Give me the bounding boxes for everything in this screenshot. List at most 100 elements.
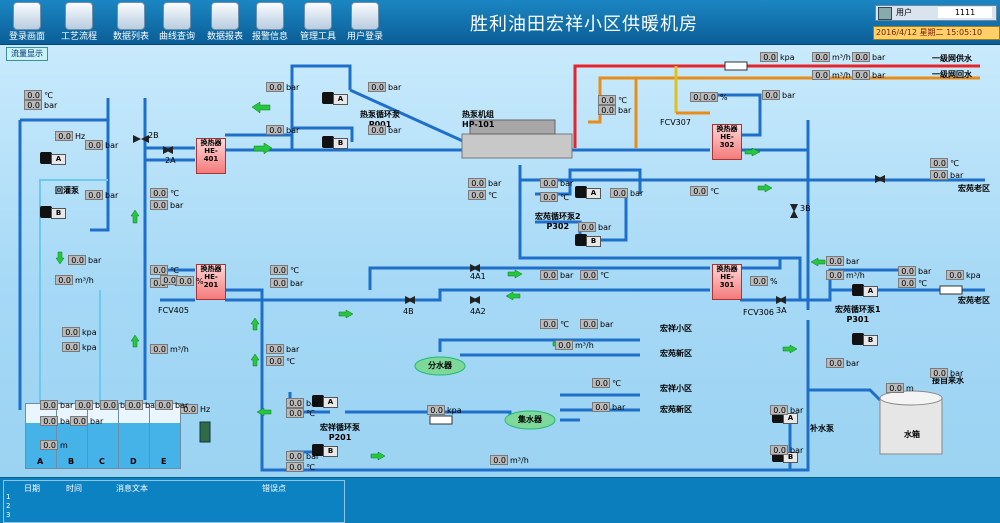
tank-c[interactable]: C	[87, 403, 119, 469]
readout-value: 0.0	[580, 319, 598, 329]
tank-d[interactable]: D	[118, 403, 150, 469]
readout-value: 0.0	[468, 190, 486, 200]
makeup-pump-label: 补水泵	[810, 424, 834, 433]
alarm-icon	[256, 2, 284, 30]
fcv405-label: FCV405	[158, 306, 189, 315]
readout-value: 0.0	[150, 188, 168, 198]
readout-pct: 0.0%	[750, 276, 778, 287]
heat-exchanger-he201[interactable]: 换热器 HE-201	[196, 264, 226, 300]
tank-e[interactable]: E	[149, 403, 181, 469]
readout-value: 0.0	[750, 276, 768, 286]
report-icon	[211, 2, 239, 30]
readout-value: 0.0	[150, 265, 168, 275]
tank-a[interactable]: A	[25, 403, 57, 469]
readout-degc: 0.0℃	[540, 192, 569, 203]
top-toolbar: 登录画面 工艺流程 数据列表 曲线查询 数据报表 报警信息 管理工具 用户登录 …	[0, 0, 1000, 45]
heat-exchanger-he302[interactable]: 换热器 HE-302	[712, 124, 742, 160]
readout-unit: bar	[60, 417, 74, 426]
readout-value: 0.0	[540, 270, 558, 280]
readout-unit: bar	[286, 126, 300, 135]
readout-unit: bar	[612, 403, 626, 412]
readout-value: 0.0	[852, 70, 870, 80]
readout-value: 0.0	[812, 52, 830, 62]
tank-b[interactable]: B	[56, 403, 88, 469]
readout-value: 0.0	[540, 192, 558, 202]
readout-value: 0.0	[490, 455, 508, 465]
readout-degc: 0.0℃	[150, 188, 179, 199]
he201-label: 换热器 HE-201	[200, 265, 222, 289]
readout-value: 0.0	[700, 92, 718, 102]
readout-degc: 0.0℃	[266, 356, 295, 367]
pump-p201-b[interactable]: B	[312, 444, 338, 457]
readout-value: 0.0	[598, 105, 616, 115]
readout-unit: bar	[846, 257, 860, 266]
log-row-3: 3	[6, 511, 11, 519]
readout-value: 0.0	[886, 383, 904, 393]
heat-pump-label: 热泵机组 HP-101	[462, 110, 495, 129]
pump-p301-b[interactable]: B	[852, 333, 878, 346]
well-tanks: A B C D E	[25, 403, 181, 469]
admin-tools-button[interactable]: 管理工具	[293, 2, 343, 42]
readout-unit: kpa	[780, 53, 795, 62]
readout-unit: bar	[44, 101, 58, 110]
primary-return-label: 一级网回水	[932, 70, 972, 79]
readout-value: 0.0	[368, 125, 386, 135]
pump-p302-b[interactable]: B	[575, 234, 601, 247]
readout-value: 0.0	[270, 265, 288, 275]
readout-unit: ℃	[286, 357, 295, 366]
pump-p001-b[interactable]: B	[322, 136, 348, 149]
readout-value: 0.0	[592, 378, 610, 388]
pump-p302-a[interactable]: A	[575, 186, 601, 199]
heat-exchanger-he301[interactable]: 换热器 HE-301	[712, 264, 742, 300]
readout-unit: ℃	[612, 379, 621, 388]
data-list-button[interactable]: 数据列表	[106, 2, 156, 42]
readout-value: 0.0	[826, 358, 844, 368]
heat-exchanger-he401[interactable]: 换热器 HE-401	[196, 138, 226, 174]
readout-unit: bar	[286, 83, 300, 92]
readout-value: 0.0	[150, 344, 168, 354]
readout-unit: m³/h	[75, 276, 94, 285]
process-flow-button[interactable]: 工艺流程	[54, 2, 104, 42]
pump-p001-a[interactable]: A	[322, 92, 348, 105]
log-header-date: 日期	[24, 484, 40, 493]
user-login-button[interactable]: 用户登录	[340, 2, 390, 42]
readout-value: 0.0	[946, 270, 964, 280]
readout-value: 0.0	[75, 400, 93, 410]
curve-query-button[interactable]: 曲线查询	[152, 2, 202, 42]
readout-pct: 0.0%	[700, 92, 728, 103]
readout-degc: 0.0℃	[690, 186, 719, 197]
data-report-button[interactable]: 数据报表	[200, 2, 250, 42]
alarm-info-button[interactable]: 报警信息	[245, 2, 295, 42]
user-avatar-icon	[878, 7, 892, 20]
login-screen-button[interactable]: 登录画面	[2, 2, 52, 42]
user-box[interactable]: 用户 1111	[875, 5, 997, 21]
readout-unit: Hz	[75, 132, 86, 141]
pump-p201-a[interactable]: A	[312, 395, 338, 408]
readout-degc: 0.0℃	[270, 265, 299, 276]
message-log-table: 日期 时间 消息文本 错误点 1 2 3	[3, 480, 345, 523]
distributor-label: 分水器	[428, 361, 452, 370]
backflow-pump-a[interactable]: A	[40, 152, 66, 165]
readout-value: 0.0	[540, 178, 558, 188]
readout-value: 0.0	[760, 52, 778, 62]
flow-display-button[interactable]: 流量显示	[6, 47, 48, 61]
readout-unit: Hz	[200, 405, 211, 414]
backflow-pump-b[interactable]: B	[40, 206, 66, 219]
pump-p301-a[interactable]: A	[852, 284, 878, 297]
valve-3b-label: 3B	[800, 204, 811, 213]
readout-value: 0.0	[125, 400, 143, 410]
readout-value: 0.0	[24, 90, 42, 100]
